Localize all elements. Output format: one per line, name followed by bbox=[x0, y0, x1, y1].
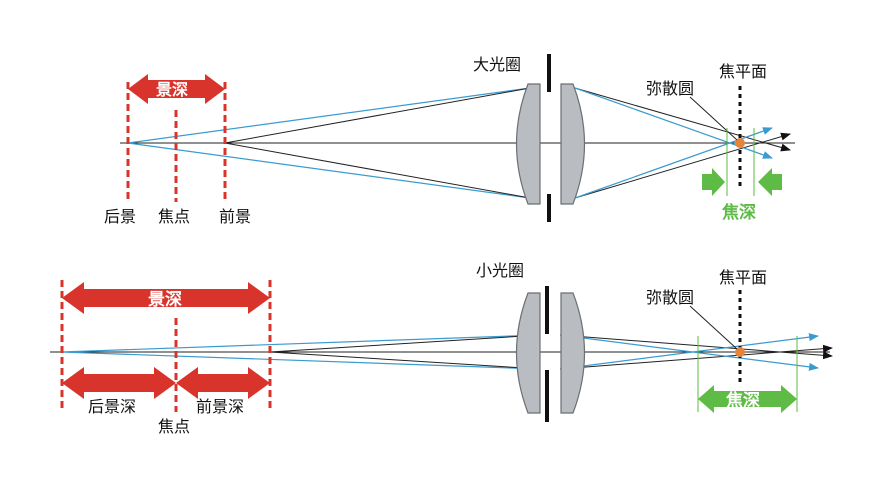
bottom-coc-label: 弥散圆 bbox=[646, 288, 694, 307]
bottom-lens-right bbox=[560, 292, 586, 414]
top-foreground-label: 前景 bbox=[219, 207, 251, 226]
top-aperture-lower bbox=[547, 194, 551, 222]
bottom-aperture-lower bbox=[545, 370, 549, 422]
top-background-label: 后景 bbox=[104, 207, 136, 226]
bottom-rays-image-side bbox=[559, 333, 833, 371]
top-lens-left bbox=[515, 83, 541, 205]
top-coc-label: 弥散圆 bbox=[646, 79, 694, 98]
bottom-front-dof-arrow bbox=[176, 367, 270, 399]
bottom-aperture-upper bbox=[545, 286, 549, 334]
bottom-rays-object-side bbox=[61, 334, 541, 370]
bottom-front-dof-label: 前景深 bbox=[196, 397, 244, 416]
top-dof-label: 景深 bbox=[156, 80, 188, 99]
bottom-dof-arrow bbox=[62, 282, 270, 314]
top-dof-arrow bbox=[128, 74, 225, 104]
top-coc-dot bbox=[735, 138, 745, 148]
bottom-focus-label: 焦点 bbox=[158, 417, 190, 436]
bottom-diagram: 小光圈 焦平面 弥散圆 焦深 景深 后景深 前景深 焦点 bbox=[50, 261, 833, 436]
top-aperture-label: 大光圈 bbox=[473, 55, 521, 74]
bottom-focal-plane-label: 焦平面 bbox=[719, 268, 767, 287]
top-focus-depth-arrow-left bbox=[702, 168, 725, 196]
top-diagram: 大光圈 焦平面 弥散圆 焦深 景深 后景 焦点 前景 bbox=[104, 54, 795, 226]
bottom-aperture-label: 小光圈 bbox=[476, 261, 524, 280]
bottom-coc-leader bbox=[689, 305, 738, 350]
bottom-rear-dof-arrow bbox=[62, 367, 176, 399]
top-focal-plane-label: 焦平面 bbox=[719, 62, 767, 81]
top-focus-depth-arrow-right bbox=[758, 168, 782, 196]
top-aperture-upper bbox=[547, 54, 551, 92]
bottom-coc-dot bbox=[735, 347, 745, 357]
bottom-focus-depth-arrow bbox=[698, 385, 797, 413]
top-focus-depth-label: 焦深 bbox=[721, 202, 756, 223]
top-focus-label: 焦点 bbox=[158, 207, 190, 226]
top-lens-right bbox=[560, 83, 586, 205]
bottom-focus-depth-label: 焦深 bbox=[725, 390, 760, 411]
bottom-dof-label: 景深 bbox=[148, 289, 182, 310]
top-coc-leader bbox=[689, 96, 738, 141]
top-rays-object-side bbox=[127, 87, 531, 199]
bottom-rear-dof-label: 后景深 bbox=[88, 397, 136, 416]
bottom-lens-left bbox=[515, 292, 541, 414]
